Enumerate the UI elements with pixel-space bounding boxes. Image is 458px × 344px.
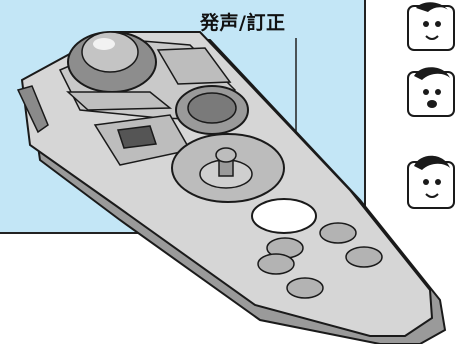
- face-icon: [407, 155, 455, 209]
- voice-correct-callout-label: 発声/訂正: [200, 12, 286, 34]
- face-icon: [407, 67, 455, 117]
- round-button[interactable]: [187, 92, 237, 124]
- top-wedge-button[interactable]: [156, 47, 232, 85]
- small-button[interactable]: [319, 222, 357, 244]
- small-button[interactable]: [286, 277, 324, 299]
- small-button[interactable]: [257, 253, 295, 275]
- voice-correct-button[interactable]: [251, 198, 317, 234]
- bar-button[interactable]: [66, 91, 173, 111]
- slide-switch[interactable]: [116, 125, 158, 149]
- face-icon: [407, 2, 455, 51]
- small-button[interactable]: [345, 246, 383, 268]
